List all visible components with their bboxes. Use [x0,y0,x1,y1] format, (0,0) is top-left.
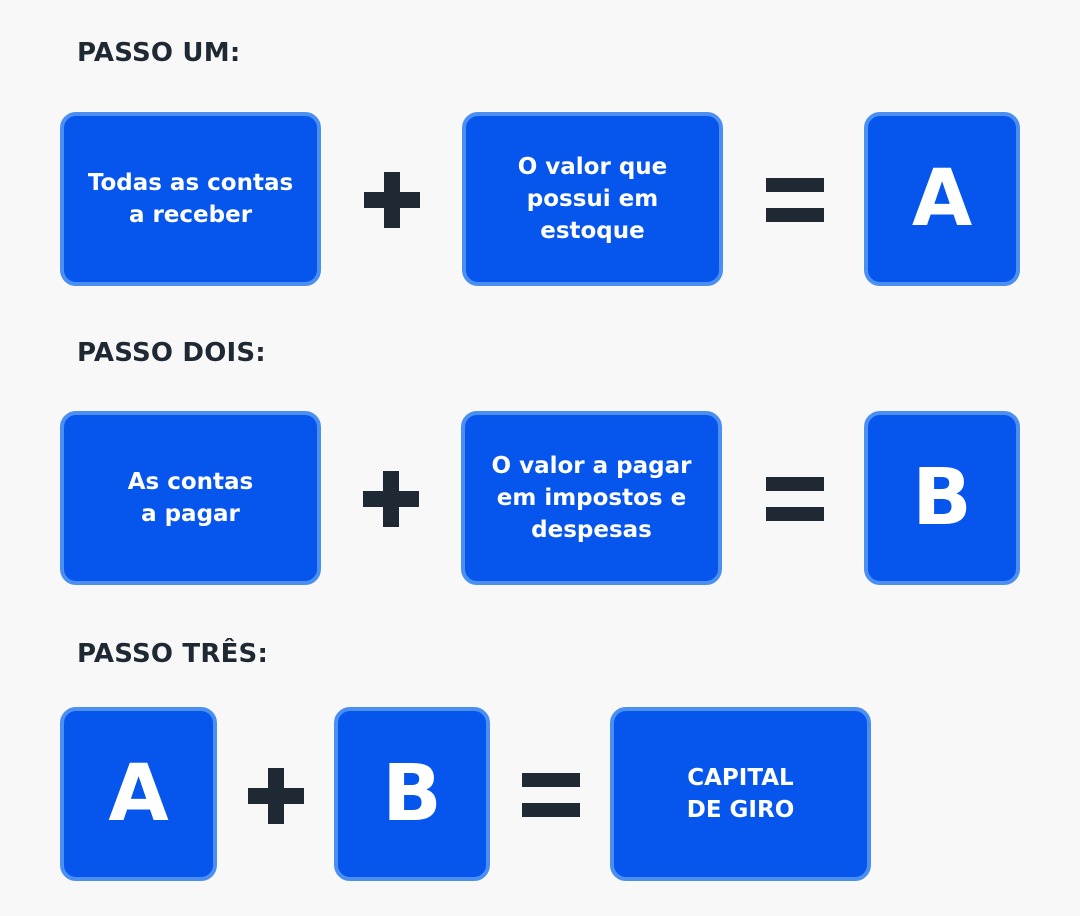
step-3-equals-icon [522,773,580,817]
step-1-plus-icon [364,172,420,228]
step-2-title: PASSO DOIS: [77,338,266,368]
step-2-result-box: B [864,411,1020,585]
step-1-title: PASSO UM: [77,38,241,68]
step-1-equals-icon [766,178,824,222]
step-1-result-box: A [864,112,1020,286]
step-3-b-box: B [334,707,490,881]
step-3-title: PASSO TRÊS: [77,639,269,669]
step-1-receivables-box: Todas as contas a receber [60,112,321,286]
step-2-payables-box: As contas a pagar [60,411,321,585]
step-1-inventory-box: O valor que possui em estoque [462,112,723,286]
step-2-plus-icon [363,471,419,527]
step-2-taxes-expenses-box: O valor a pagar em impostos e despesas [461,411,722,585]
step-2-equals-icon [766,477,824,521]
step-3-plus-icon [248,768,304,824]
step-3-working-capital-box: CAPITAL DE GIRO [610,707,871,881]
step-3-a-box: A [60,707,217,881]
